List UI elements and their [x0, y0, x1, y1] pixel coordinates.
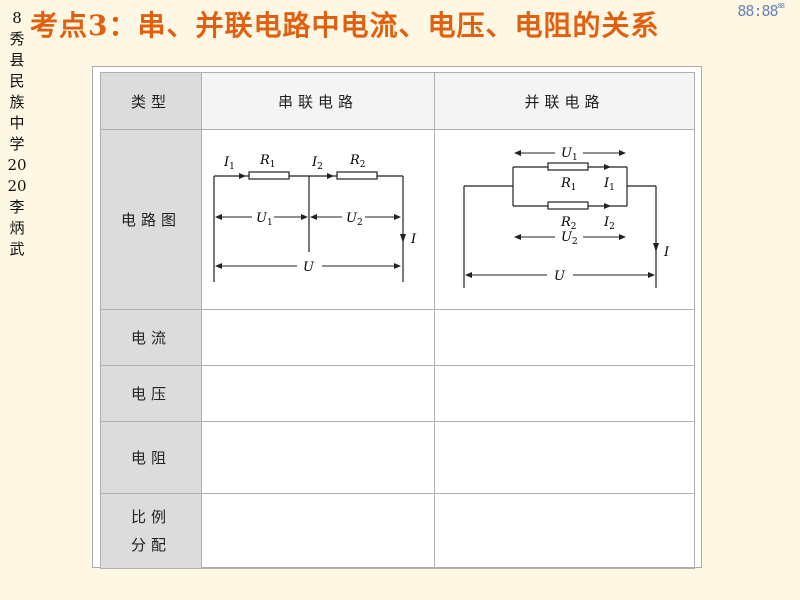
header-series: 串联电路: [201, 72, 435, 130]
series-label-U: U: [303, 260, 315, 275]
row-label-ratio-line1: 比例: [130, 508, 171, 526]
parallel-ratio-cell: [434, 493, 695, 569]
timer-digits: 88:88: [737, 2, 778, 20]
parallel-label-I1: I1: [603, 176, 615, 193]
header-row: 类型 串联电路 并联电路: [100, 72, 695, 130]
parallel-circuit-cell: U1 R1 I1 R2 I2 U2 I U: [434, 129, 695, 310]
header-parallel: 并联电路: [434, 72, 695, 130]
vertical-author-text: 8秀县民族中学2020李炳武: [7, 9, 27, 258]
series-label-I1: I1: [223, 155, 235, 172]
parallel-voltage-cell: [434, 365, 695, 422]
parallel-label-U1: U1: [561, 146, 578, 163]
resistance-row: 电阻: [100, 421, 695, 494]
series-resistance-cell: [201, 421, 435, 494]
series-resistor-2: [336, 171, 378, 180]
row-label-ratio: 比例 分配: [100, 493, 202, 569]
parallel-label-R2: R2: [560, 215, 577, 232]
series-voltage-cell: [201, 365, 435, 422]
comparison-table: 类型 串联电路 并联电路 电路图: [100, 72, 695, 569]
series-label-U1: U1: [256, 211, 273, 228]
current-row: 电流: [100, 309, 695, 366]
parallel-resistance-cell: [434, 421, 695, 494]
series-current-cell: [201, 309, 435, 366]
slide-title: 考点3：串、并联电路中电流、电压、电阻的关系: [30, 9, 660, 42]
series-circuit-cell: I1 R1 I2 R2 U1 U2 I U: [201, 129, 435, 310]
parallel-resistor-1: [547, 162, 589, 171]
header-type: 类型: [100, 72, 202, 130]
row-label-voltage: 电压: [100, 365, 202, 422]
row-label-resistance: 电阻: [100, 421, 202, 494]
timer-sub-digits: 88: [777, 2, 786, 10]
series-ratio-cell: [201, 493, 435, 569]
parallel-label-U2: U2: [561, 230, 578, 247]
comparison-table-container: 类型 串联电路 并联电路 电路图: [92, 66, 702, 569]
parallel-label-R1: R1: [560, 176, 577, 193]
series-resistor-1: [248, 171, 290, 180]
ratio-row: 比例 分配: [100, 493, 695, 569]
series-label-I: I: [410, 232, 417, 247]
parallel-label-I2: I2: [603, 215, 615, 232]
timer-display: 88:8888: [737, 2, 786, 20]
row-label-diagram: 电路图: [100, 129, 202, 310]
series-label-U2: U2: [346, 211, 363, 228]
parallel-resistor-2: [547, 201, 589, 210]
parallel-label-U: U: [554, 269, 566, 284]
parallel-circuit-diagram: U1 R1 I1 R2 I2 U2 I U: [463, 146, 670, 288]
series-label-I2: I2: [311, 155, 323, 172]
row-label-ratio-line2: 分配: [130, 536, 171, 554]
series-label-R1: R1: [259, 153, 276, 170]
parallel-current-cell: [434, 309, 695, 366]
diagram-row: 电路图: [100, 129, 695, 310]
row-label-current: 电流: [100, 309, 202, 366]
series-label-R2: R2: [349, 153, 366, 170]
voltage-row: 电压: [100, 365, 695, 422]
series-circuit-diagram: I1 R1 I2 R2 U1 U2 I U: [213, 153, 417, 282]
parallel-label-I: I: [663, 245, 670, 260]
